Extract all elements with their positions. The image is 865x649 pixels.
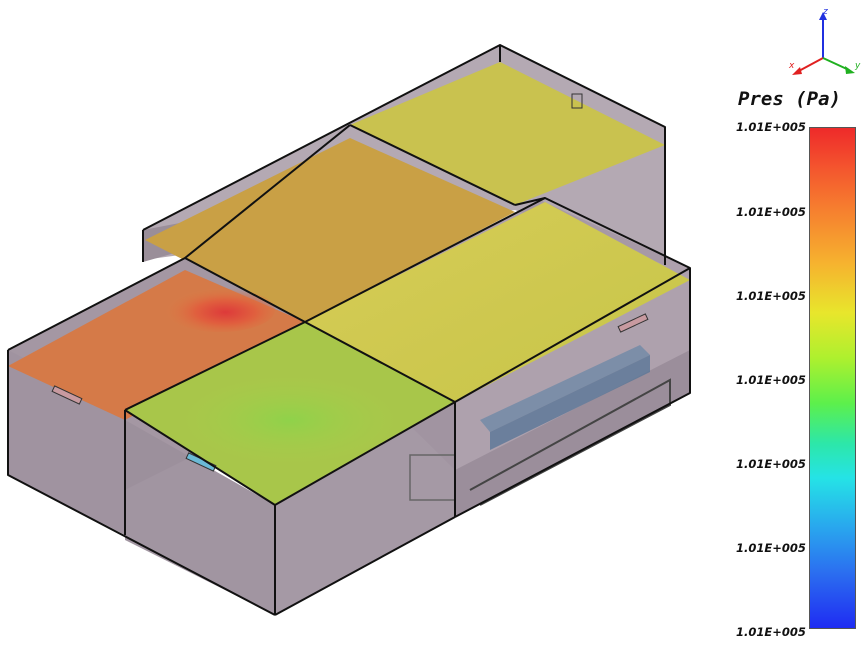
legend-tick-label: 1.01E+005 — [736, 205, 806, 219]
legend-tick-label: 1.01E+005 — [736, 625, 806, 639]
legend-tick-label: 1.01E+005 — [736, 457, 806, 471]
equipment-rack — [409, 345, 671, 506]
z-axis-label: z — [822, 7, 828, 17]
front-room-box — [125, 322, 455, 615]
legend-title: Pres (Pa) — [738, 88, 841, 110]
vent-right — [617, 313, 649, 333]
x-axis-line — [796, 57, 824, 73]
x-axis-label: x — [788, 61, 795, 71]
legend-tick-label: 1.01E+005 — [736, 541, 806, 555]
legend-tick-label: 1.01E+005 — [736, 289, 806, 303]
cfd-building-model — [7, 44, 691, 616]
axis-triad: z x y — [788, 7, 861, 75]
rear-left-floor-slab — [145, 138, 515, 322]
main-floor-slab — [305, 202, 690, 402]
vent-rear — [571, 93, 583, 109]
y-axis-line — [822, 57, 850, 71]
rear-floor-slab — [350, 62, 665, 205]
legend-tick-label: 1.01E+005 — [736, 373, 806, 387]
vent-left — [51, 385, 83, 405]
box-edges — [7, 44, 691, 616]
y-axis-label: y — [854, 61, 861, 71]
legend-tick-label: 1.01E+005 — [736, 120, 806, 134]
pressure-colorbar — [809, 127, 856, 629]
